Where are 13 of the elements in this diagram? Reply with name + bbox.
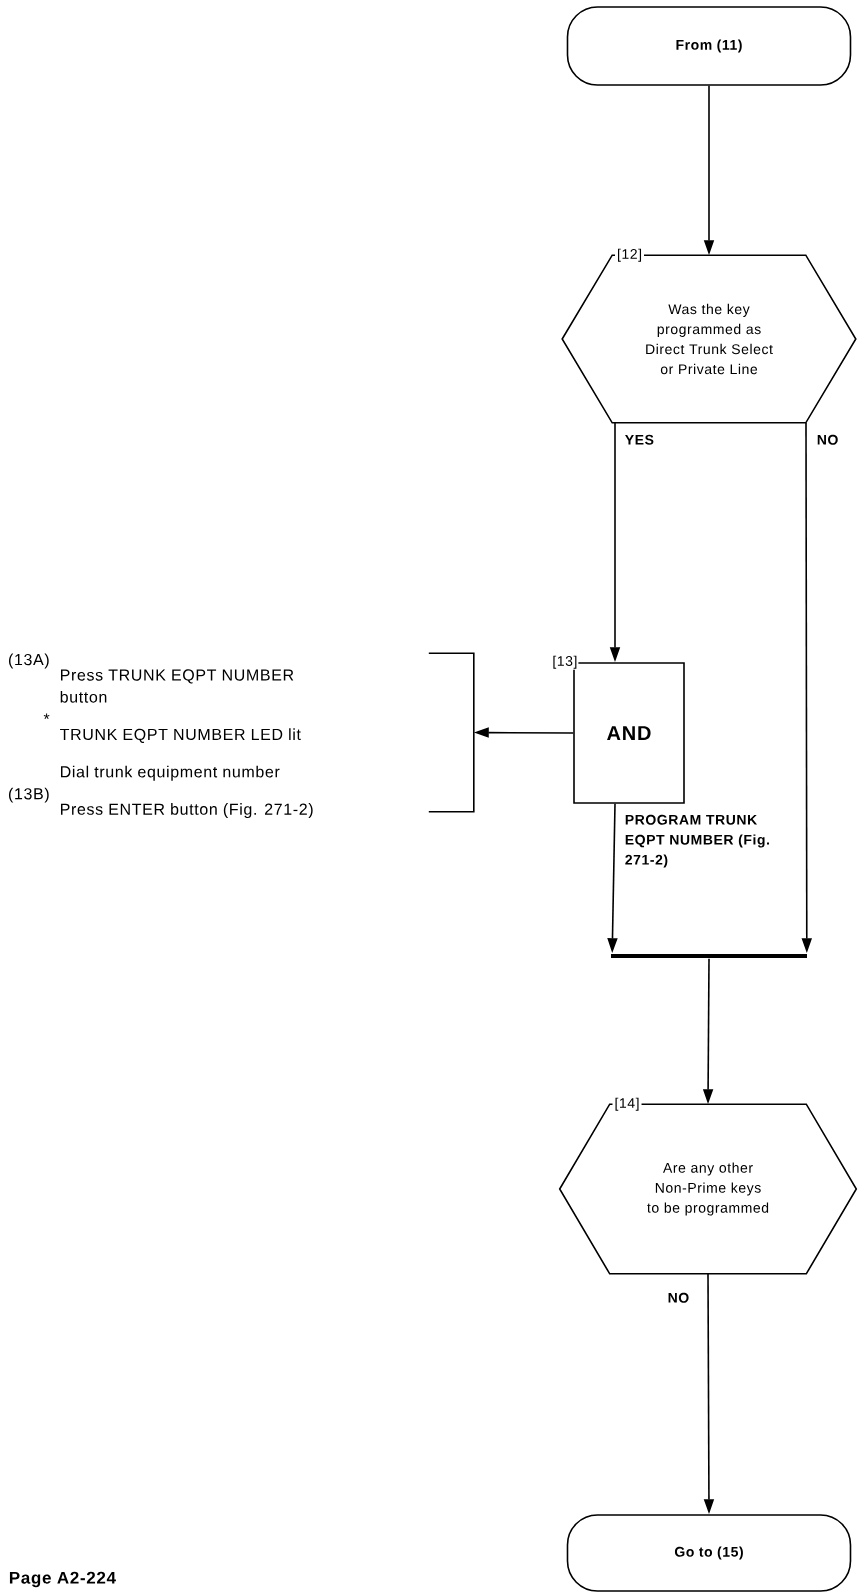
node-label: [13] (553, 655, 577, 669)
step-list: (13A) Press TRUNK EQPT NUMBER button * TRUNK EQPT NUMBER LED lit Dial trunk equipment number (13B) Press ENTER button (Fig. 271-2) (9, 652, 475, 819)
terminal-box: From (11) (566, 6, 852, 86)
edge-label: YES (622, 432, 656, 447)
gate-box: AND [13] (551, 654, 685, 804)
decision-hexagon: [14] Are any other Non-Prime keys to be programmed (558, 1096, 858, 1275)
edge-label: PROGRAM TRUNK EQPT NUMBER (Fig. 271-2) (622, 812, 777, 870)
junction-bar (611, 954, 807, 958)
decision-hexagon: [12] Was the key programmed as Direct Trunk Select or Private Line (561, 247, 857, 424)
page-number: Page A2-224 (9, 1571, 116, 1588)
edge-label: NO (814, 432, 841, 447)
edge-label: NO (665, 1290, 692, 1305)
terminal-box: Go to (15) (566, 1514, 852, 1592)
